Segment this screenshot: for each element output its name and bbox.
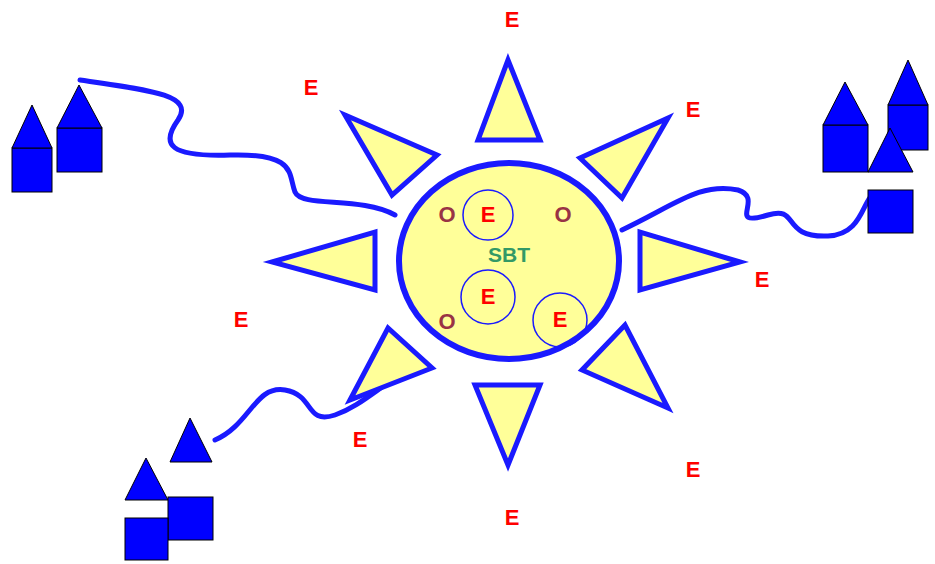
sun-rays [272,60,740,465]
houses [12,60,928,560]
sun-ray [582,325,668,408]
inner-circle: E [532,292,588,348]
circle-shape [461,270,515,324]
house-roof [57,85,102,128]
letter-label: E [353,428,368,452]
sun-ray [345,115,437,195]
letter-label: E [234,308,249,332]
house-wall [125,518,168,560]
house-wall [823,125,868,172]
house-wall [868,190,913,233]
letter-label: E [686,98,701,122]
house-roof [125,458,168,500]
letter-label: E [505,506,520,530]
center-label: SBT [488,243,530,266]
house-wall [168,497,213,540]
sun-ray [272,232,375,290]
letter-label: O [438,310,455,334]
house-wall [57,128,102,172]
wavy-line [80,80,395,215]
letter-label: O [554,203,571,227]
circle-label: E [481,203,496,227]
circle-label: E [481,285,496,309]
sun-core-ellipse [399,163,619,359]
letter-label: E [505,8,520,32]
sun-ray [640,232,740,290]
inner-circle: E [460,269,516,325]
house-wall [12,148,52,192]
house-roof [823,82,868,125]
sun-ray [478,60,540,140]
sun-ray [350,328,432,400]
letter-label: E [304,76,319,100]
sun-ray [580,118,668,198]
house-roof [868,128,913,172]
letter-label: E [755,268,770,292]
circle-shape [463,190,513,240]
circle-label: E [553,308,568,332]
wavy-line [622,188,872,236]
house-roof [170,418,212,462]
letter-label: O [438,203,455,227]
inner-circle: E [462,189,514,241]
house-roof [12,105,52,148]
sun-core: SBT E E E [396,160,622,362]
house-roof [888,60,928,105]
sun-ray [475,385,540,465]
letter-label: E [686,458,701,482]
circle-shape [533,293,587,347]
